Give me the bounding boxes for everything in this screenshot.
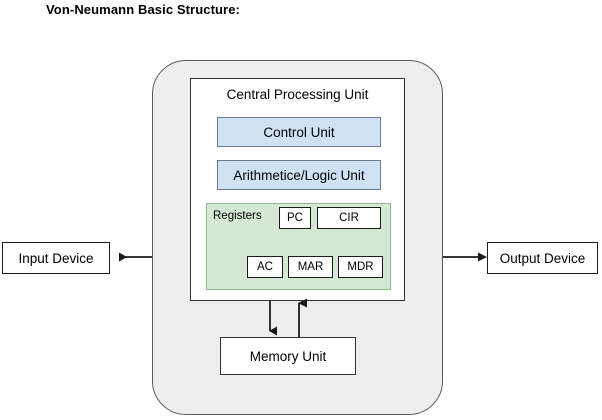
register-ac: AC — [247, 256, 283, 278]
registers-label: Registers — [213, 210, 262, 222]
cpu-label: Central Processing Unit — [226, 87, 369, 102]
output-device-box: Output Device — [487, 242, 598, 274]
arithmetic-logic-unit-box: Arithmetice/Logic Unit — [217, 160, 381, 190]
register-pc: PC — [279, 207, 311, 229]
input-device-box: Input Device — [2, 242, 110, 274]
page-title: Von-Neumann Basic Structure: — [46, 2, 240, 17]
register-cir: CIR — [317, 207, 381, 229]
control-unit-box: Control Unit — [217, 117, 381, 147]
register-mdr: MDR — [338, 256, 383, 278]
register-mar: MAR — [288, 256, 333, 278]
memory-unit-box: Memory Unit — [220, 337, 356, 375]
